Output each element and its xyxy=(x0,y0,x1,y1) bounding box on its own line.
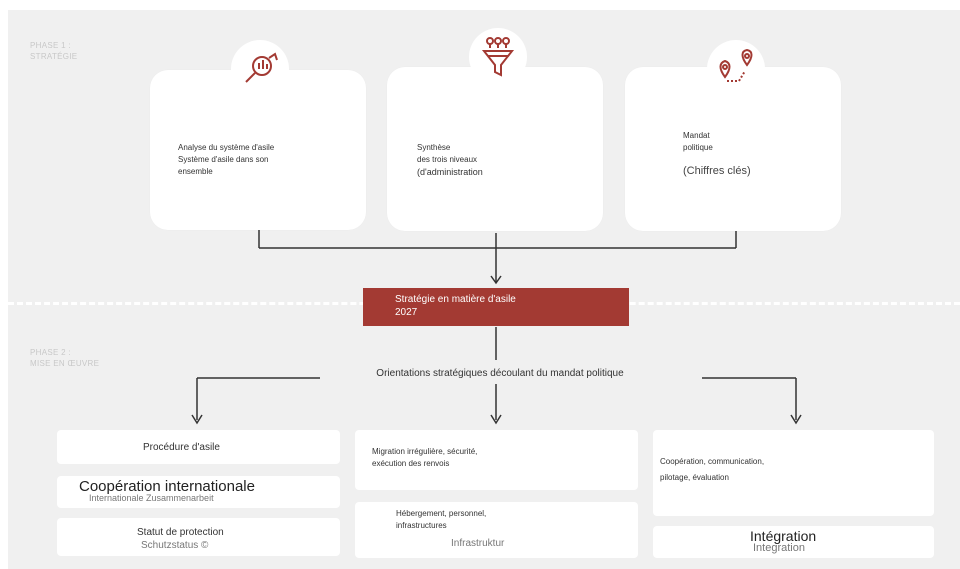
box-integration: Integration Intégration xyxy=(653,526,934,558)
card-synthese-line3: (d'administration xyxy=(417,167,483,177)
orientation-label: Orientations stratégiques découlant du m… xyxy=(376,368,624,379)
box-hebergement: Infrastruktur Hébergement, personnel, in… xyxy=(355,502,638,558)
box-statut: Schutzstatus © Statut de protection xyxy=(57,518,340,556)
hebergement-ghost-label: Infrastruktur xyxy=(451,538,505,549)
card-mandat-extra: (Chiffres clés) xyxy=(683,165,751,177)
procedure-label: Procédure d'asile xyxy=(143,442,220,453)
statut-ghost-label: Schutzstatus © xyxy=(141,540,209,551)
arrowhead-strategy xyxy=(490,275,502,285)
phase2-subtitle: MISE EN ŒUVRE xyxy=(30,359,100,368)
card-synthese-line2: des trois niveaux xyxy=(417,155,478,164)
hebergement-line2: infrastructures xyxy=(396,521,447,530)
card-analyse-line2: Système d'asile dans son xyxy=(178,155,269,164)
box-procedure: Procédure d'asile xyxy=(57,430,340,464)
strategy-year: 2027 xyxy=(395,307,418,318)
integration-ghost-label: Integration xyxy=(753,542,805,554)
card-mandat-text: Mandat politique (Chiffres clés) xyxy=(683,130,751,178)
cooperation-label: Coopération internationale xyxy=(79,478,255,495)
migration-line1: Migration irrégulière, sécurité, xyxy=(372,447,478,456)
cooperation-ghost-label: Internationale Zusammenarbeit xyxy=(89,493,214,503)
arrowhead-middle xyxy=(490,414,502,425)
magnifier-chart-icon xyxy=(231,40,289,98)
cooperation-comm-line1: Coopération, communication, xyxy=(660,457,765,466)
integration-label: Intégration xyxy=(750,528,817,544)
card-analyse-text: Analyse du système d'asile Système d'asi… xyxy=(178,142,274,178)
arrowhead-left xyxy=(191,414,203,425)
strategy-title: Stratégie en matière d'asile xyxy=(395,294,516,305)
phase2-title: PHASE 2 : xyxy=(30,348,71,357)
card-synthese: Synthèse des trois niveaux (d'administra… xyxy=(387,67,603,231)
phase1-title: PHASE 1 : xyxy=(30,41,71,50)
card-mandat-line2: politique xyxy=(683,143,713,152)
card-synthese-text: Synthèse des trois niveaux (d'administra… xyxy=(417,142,483,178)
box-cooperation-internationale: Internationale Zusammenarbeit Coopératio… xyxy=(57,476,340,508)
card-synthese-line1: Synthèse xyxy=(417,143,451,152)
strategy-box: Stratégie en matière d'asile 2027 xyxy=(363,288,629,326)
hebergement-text: Hébergement, personnel, infrastructures xyxy=(396,508,486,532)
route-pins-icon xyxy=(707,40,765,98)
migration-line2: exécution des renvois xyxy=(372,459,450,468)
cooperation-comm-line2: pilotage, évaluation xyxy=(660,473,729,482)
card-mandat-line1: Mandat xyxy=(683,131,710,140)
statut-label: Statut de protection xyxy=(137,527,224,538)
migration-text: Migration irrégulière, sécurité, exécuti… xyxy=(372,446,477,470)
cooperation-comm-text: Coopération, communication, pilotage, év… xyxy=(660,456,764,484)
card-analyse-line3: ensemble xyxy=(178,167,213,176)
phase2-label: PHASE 2 : MISE EN ŒUVRE xyxy=(30,347,99,369)
box-migration: Migration irrégulière, sécurité, exécuti… xyxy=(355,430,638,490)
phase1-label: PHASE 1 : STRATÉGIE xyxy=(30,40,77,62)
box-cooperation-communication: Coopération, communication, pilotage, év… xyxy=(653,430,934,516)
funnel-icon xyxy=(469,28,527,86)
card-analyse-line1: Analyse du système d'asile xyxy=(178,143,275,152)
phase1-subtitle: STRATÉGIE xyxy=(30,52,78,61)
hebergement-line1: Hébergement, personnel, xyxy=(396,509,487,518)
arrowhead-right xyxy=(790,414,802,425)
